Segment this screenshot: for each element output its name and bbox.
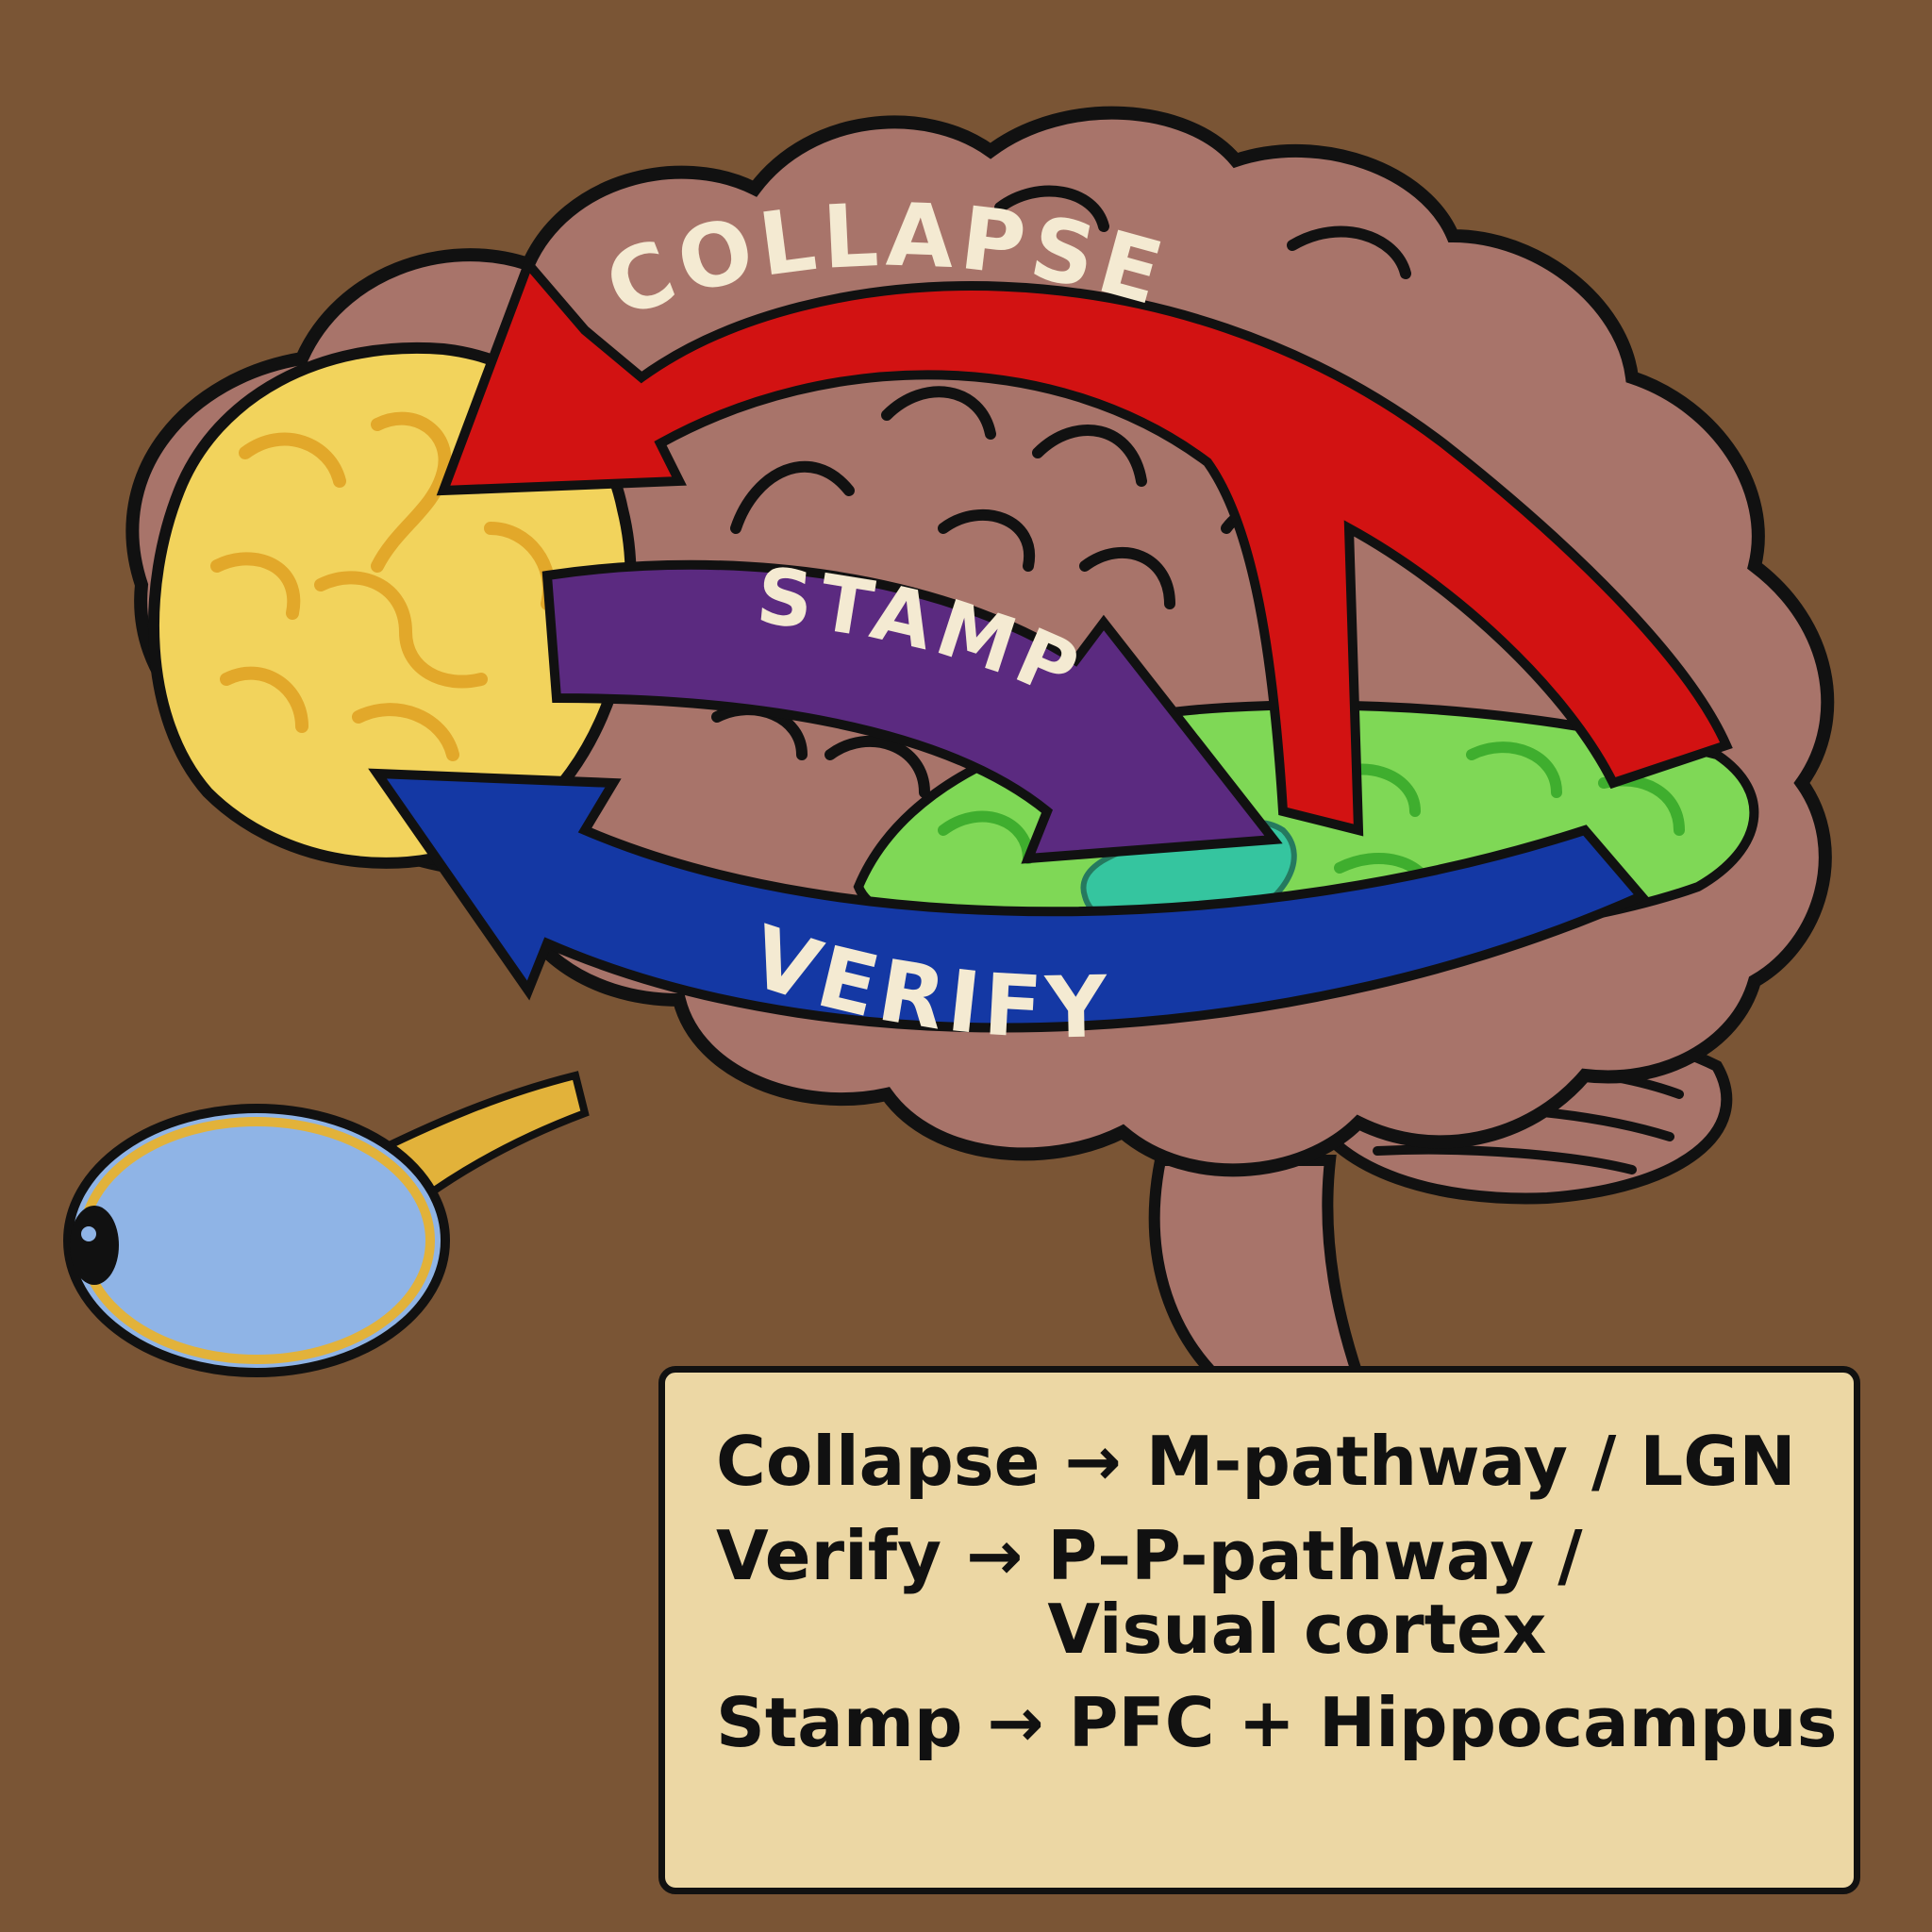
legend-arrow-icon: → [966,1515,1024,1595]
legend-term: Stamp [716,1683,963,1763]
frontal-folds [210,411,556,761]
pupil [70,1206,119,1285]
legend-description: P–P-pathway /Visual cortex [1047,1515,1583,1669]
legend-term: Collapse [716,1422,1041,1501]
legend-term: Verify [716,1515,942,1595]
brain-stem [1148,1155,1367,1383]
stamp-arrow-body [541,559,1283,864]
collapse-arrow-body [436,255,1733,837]
verify-arrow: VERIFY [368,768,1650,1058]
legend-description-line: M-pathway / LGN [1145,1422,1796,1501]
legend-row: Stamp → PFC + Hippocampus [716,1683,1837,1763]
legend-row: Verify → P–P-pathway /Visual cortex [716,1515,1816,1669]
legend-description-line: P–P-pathway / [1047,1515,1583,1595]
legend-arrow-icon: → [1064,1422,1122,1501]
verify-arrow-body [368,768,1650,1033]
legend-arrow-icon: → [987,1683,1044,1763]
legend-row: Collapse → M-pathway / LGN [716,1422,1816,1501]
legend-description-line: PFC + Hippocampus [1068,1683,1838,1763]
legend-description: PFC + Hippocampus [1069,1686,1838,1760]
eye [63,1104,450,1377]
legend-description-line: Visual cortex [1047,1589,1547,1669]
legend-description: M-pathway / LGN [1145,1422,1796,1501]
